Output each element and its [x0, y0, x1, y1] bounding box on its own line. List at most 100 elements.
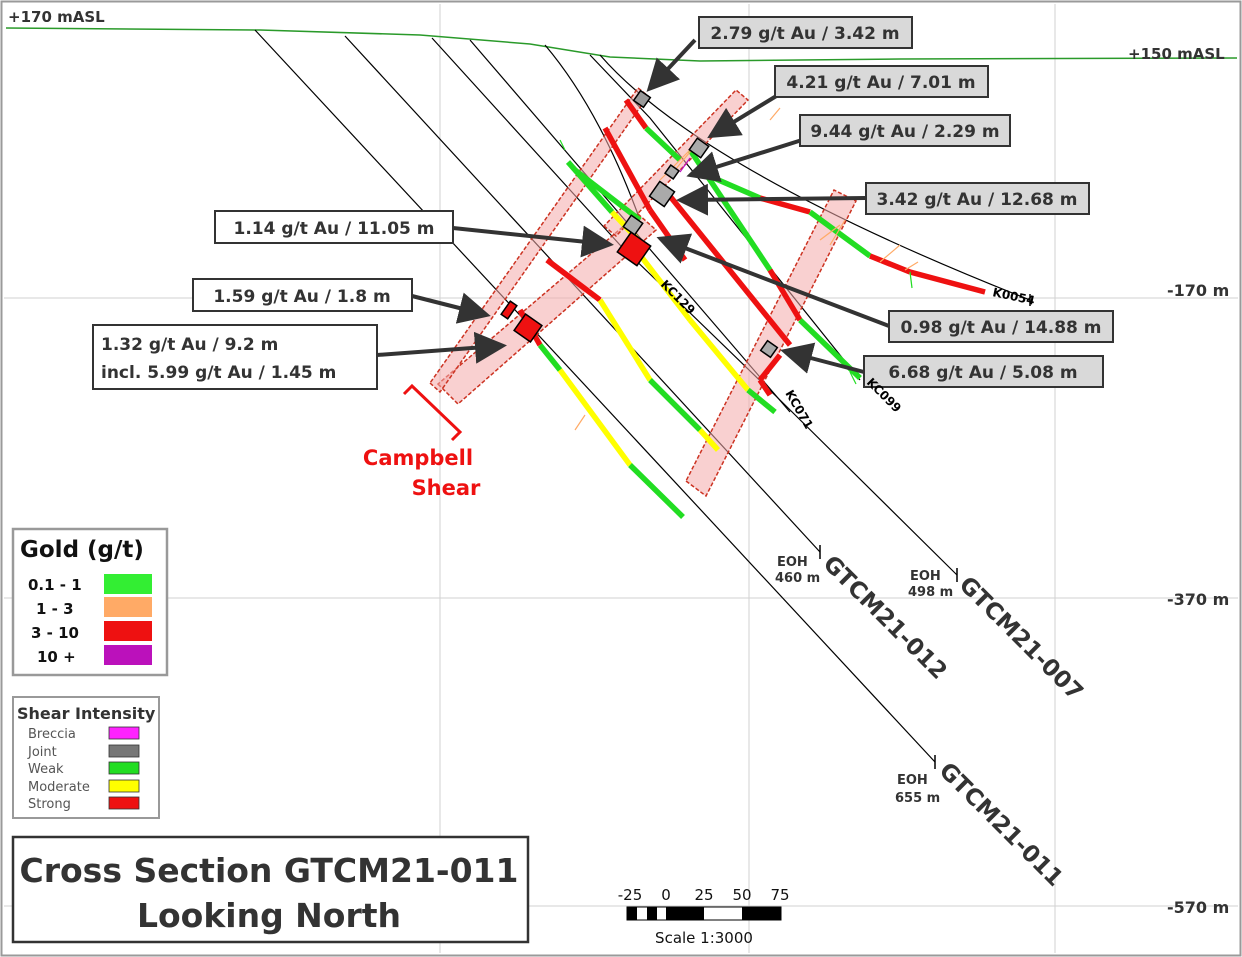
shear-intensity-legend: Shear Intensity Breccia Joint Weak Moder… [12, 696, 160, 819]
scale-tick-label: 50 [732, 886, 751, 904]
hole-trace-kc129 [544, 44, 641, 221]
scale-bar-segment [647, 907, 657, 920]
callout-label: 4.21 g/t Au / 7.01 m [786, 73, 975, 93]
callout-box [192, 278, 413, 312]
shear-segment-strong [545, 257, 602, 303]
intercept-box [513, 313, 543, 343]
callouts: 2.79 g/t Au / 3.42 m 4.21 g/t Au / 7.01 … [92, 16, 1114, 390]
shear-segment-strong [868, 253, 912, 275]
gold-tick [819, 224, 841, 241]
callout-box [888, 310, 1114, 343]
scale-tick-label: -25 [618, 886, 643, 904]
callout-box [799, 114, 1011, 147]
eoh-depth-007: 498 m [908, 585, 953, 600]
callout-box [774, 65, 989, 98]
grid [4, 4, 1238, 953]
scale-label: Scale 1:3000 [655, 929, 753, 947]
shear-segment-moderate [637, 253, 693, 322]
eoh-depth-012: 460 m [775, 571, 820, 586]
gold-legend-label: 3 - 10 [31, 624, 79, 642]
gold-tick [849, 371, 857, 385]
gold-legend-label: 0.1 - 1 [28, 576, 82, 594]
gold-legend-swatch [104, 574, 152, 594]
callout-label: 1.14 g/t Au / 11.05 m [234, 219, 435, 239]
callout-box [865, 182, 1090, 215]
intercept-box [663, 163, 681, 181]
callout-label-line1: 1.32 g/t Au / 9.2 m [101, 335, 278, 355]
callout-box [214, 210, 454, 244]
shear-segment-strong [662, 188, 793, 347]
gold-tick [904, 261, 919, 271]
gold-legend-swatch [104, 645, 152, 665]
shear-legend-swatch [108, 744, 140, 758]
shear-segment-strong [602, 126, 653, 212]
callout-label: 2.79 g/t Au / 3.42 m [710, 24, 899, 44]
shear-legend-swatch [108, 779, 140, 793]
shear-segment-strong [909, 269, 986, 295]
scale-bar-segment [742, 907, 781, 920]
callout-label: 3.42 g/t Au / 12.68 m [877, 190, 1078, 210]
shear-segment-weak [573, 167, 642, 223]
intercept-box [632, 89, 652, 109]
callout-arrow [646, 38, 697, 92]
elevation-label-minus370: -370 m [1167, 590, 1229, 609]
gold-legend-swatch [104, 621, 152, 641]
shear-legend-swatch [108, 796, 140, 810]
intercept-box [616, 231, 652, 267]
shear-legend-label: Moderate [28, 780, 90, 795]
shear-segment-moderate [687, 318, 751, 392]
gold-tick [659, 149, 691, 181]
callout-arrow [452, 225, 614, 258]
callout-box [863, 355, 1104, 388]
shear-legend-swatch [108, 761, 140, 775]
shear-segment-moderate [597, 298, 653, 382]
gold-legend: Gold (g/t) 0.1 - 1 1 - 3 3 - 10 10 + [11, 527, 169, 677]
title-line2: Looking North [137, 896, 401, 935]
shear-legend-label: Joint [27, 745, 57, 760]
gold-tick [879, 244, 901, 263]
gold-tick [829, 219, 846, 246]
eoh-labels: EOH 460 m EOH 498 m EOH 655 m [775, 555, 953, 806]
intercept-box [500, 300, 518, 320]
scale-bar-segment [666, 907, 704, 920]
elevation-label-minus170: -170 m [1167, 281, 1229, 300]
gold-legend-label: 1 - 3 [36, 600, 74, 618]
eoh-depth-011: 655 m [895, 791, 940, 806]
callout-box-multiline [92, 324, 378, 390]
callout-label: 1.59 g/t Au / 1.8 m [213, 287, 390, 307]
callout-label: 6.68 g/t Au / 5.08 m [888, 363, 1077, 383]
callout-label-line2: incl. 5.99 g/t Au / 1.45 m [101, 363, 336, 383]
shear-segment-weak [628, 463, 685, 519]
intercept-box [622, 214, 644, 236]
shear-segment-weak [644, 125, 682, 163]
intercept-box [759, 339, 779, 359]
shear-legend-title: Shear Intensity [17, 704, 156, 723]
gold-tick [574, 414, 586, 431]
title-block: Cross Section GTCM21-011 Looking North [11, 835, 530, 944]
callout-arrow [656, 233, 890, 328]
scale-tick-label: 75 [770, 886, 789, 904]
title-frame [11, 835, 530, 944]
gold-legend-swatch [104, 597, 152, 617]
shear-segment-weak [808, 209, 872, 259]
eoh-ticks [819, 294, 1031, 769]
gold-legend-label: 10 + [37, 648, 76, 666]
hole-trace-gtcm21-011 [254, 29, 936, 763]
intercept-box [648, 180, 676, 208]
elevation-label-minus570: -570 m [1167, 898, 1229, 917]
shear-segment-strong [623, 98, 649, 130]
shear-legend-swatch [108, 726, 140, 740]
gold-legend-title: Gold (g/t) [20, 537, 144, 563]
eoh-label-007: EOH [910, 569, 941, 584]
shear-segment-strong [767, 268, 803, 322]
hole-trace-k0054 [599, 54, 1031, 301]
shear-legend-label: Breccia [28, 727, 76, 742]
scale-bar: -25 0 25 50 75 Scale 1:3000 [618, 886, 790, 947]
shear-segment-weak [537, 343, 563, 372]
callout-arrow [780, 342, 865, 374]
callout-arrow [411, 292, 491, 324]
eoh-label-011: EOH [897, 773, 928, 788]
scale-bar-segment [627, 907, 637, 920]
